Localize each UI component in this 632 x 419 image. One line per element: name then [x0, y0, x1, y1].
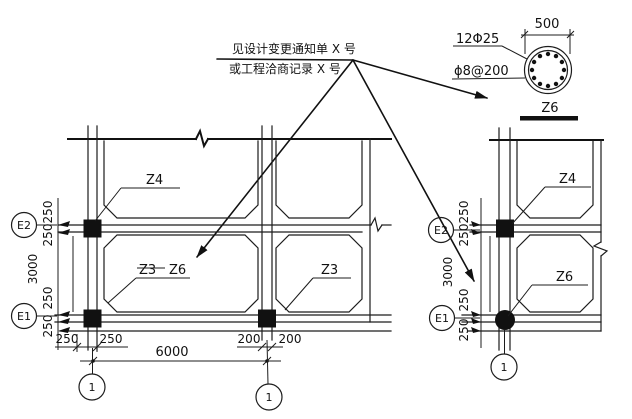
dim-tick	[72, 342, 82, 352]
panel-upper	[516, 140, 594, 219]
z3-label: Z3	[321, 263, 338, 278]
change-note-line2: 或工程洽商记录 X 号	[229, 61, 341, 76]
change-note: 见设计变更通知单 X 号 或工程洽商记录 X 号	[196, 41, 488, 282]
dim-arrow	[58, 311, 70, 317]
column-e1-g1	[83, 309, 102, 328]
axis-e1-text: E1	[17, 310, 31, 323]
panel-lower-right	[275, 234, 363, 313]
change-note-underline	[216, 58, 354, 61]
z4-leader-diag	[511, 186, 546, 225]
dim-g2-left: 200	[238, 332, 261, 346]
column-section-detail: 500 12Φ25 ϕ8@200 Z6	[451, 17, 578, 121]
dim-e1-below: 250	[457, 319, 471, 342]
dim-arrow	[471, 221, 481, 227]
main-rebar-label: 12Φ25	[456, 32, 499, 47]
stirrup-leader	[451, 77, 526, 80]
change-note-line1: 见设计变更通知单 X 号	[232, 41, 356, 56]
dim-e1-above: 250	[457, 289, 471, 312]
dim-tick	[257, 342, 267, 352]
column-e2-g1	[83, 219, 102, 238]
axis-1-left-text: 1	[89, 381, 96, 394]
panel-upper-right	[275, 140, 363, 219]
dim-arrow	[471, 229, 481, 235]
column-outline-inner	[527, 49, 569, 91]
dim-e2-below: 250	[457, 224, 471, 247]
axis-bubble-1-left	[78, 373, 106, 401]
z4-label: Z4	[146, 173, 163, 188]
dim-e2-below: 250	[41, 224, 55, 247]
dim-span-3000: 3000	[26, 254, 40, 285]
dim-e1-below: 250	[41, 315, 55, 338]
dim-arrow	[471, 311, 481, 317]
dim-g1-left: 250	[56, 332, 79, 346]
dim-e1-above: 250	[41, 287, 55, 310]
axis-e2-text: E2	[434, 224, 448, 237]
dim-arrow	[58, 221, 70, 227]
break-mark	[592, 241, 609, 257]
dim-e2-above: 250	[457, 201, 471, 224]
dim-span-3000: 3000	[441, 257, 455, 288]
break-mark	[194, 128, 210, 149]
dim-tick	[92, 342, 102, 352]
column-e2-square	[496, 219, 514, 238]
z3-leader-diag	[284, 277, 314, 311]
z6-leader-diag	[507, 284, 533, 317]
axis-bubble-1-right	[255, 383, 283, 411]
dim-arrow	[58, 327, 70, 333]
dim-arrow	[58, 229, 70, 235]
axis-1-right-text: 1	[266, 391, 273, 404]
axis-e2-text: E2	[17, 219, 31, 232]
column-e1-g2	[258, 309, 276, 328]
bubble-stem	[266, 339, 269, 385]
z4-label: Z4	[559, 172, 576, 187]
column-e1-circle	[495, 310, 515, 330]
z6-new-label: Z6	[169, 263, 186, 278]
detail-title-bar	[520, 116, 578, 121]
column-outline-outer	[523, 45, 573, 95]
z3-struck-label: Z3	[139, 263, 156, 278]
detail-title: Z6	[541, 101, 558, 116]
panel-lower	[516, 234, 594, 313]
z3z6-leader-diag	[107, 277, 137, 304]
z4-leader-diag	[94, 187, 122, 222]
break-mark	[370, 216, 383, 233]
axis-bubble-1	[490, 353, 518, 381]
rebar-dots	[529, 51, 567, 89]
leader-arrow-to-detail	[352, 59, 488, 99]
dim-bay-6000: 6000	[155, 345, 188, 360]
main-rebar-leader-diag	[501, 45, 528, 60]
dim-g2-right: 200	[279, 332, 302, 346]
leader-arrow-to-z6-label	[196, 59, 354, 258]
panel-upper-left	[103, 140, 259, 219]
detail-width-dim: 500	[535, 17, 560, 32]
dim-arrow	[471, 327, 481, 333]
dim-g1-right: 250	[100, 332, 123, 346]
axis-1-text: 1	[501, 361, 508, 374]
right-plan: Z4 Z6 E2 E1 250 250 3000 250 250 1	[427, 127, 609, 381]
stirrup-label: ϕ8@200	[454, 64, 509, 79]
leader-arrow-to-circle-column	[352, 59, 475, 282]
dim-arrow	[58, 318, 70, 324]
dim-arrow	[471, 318, 481, 324]
axis-e1-text: E1	[435, 312, 449, 325]
left-plan: Z4 Z3 Z6 Z3 E2 E1 250 250 3000 250 250 2…	[10, 125, 392, 411]
dim-e2-above: 250	[41, 201, 55, 224]
dim-tick	[267, 342, 277, 352]
z6-label: Z6	[556, 270, 573, 285]
